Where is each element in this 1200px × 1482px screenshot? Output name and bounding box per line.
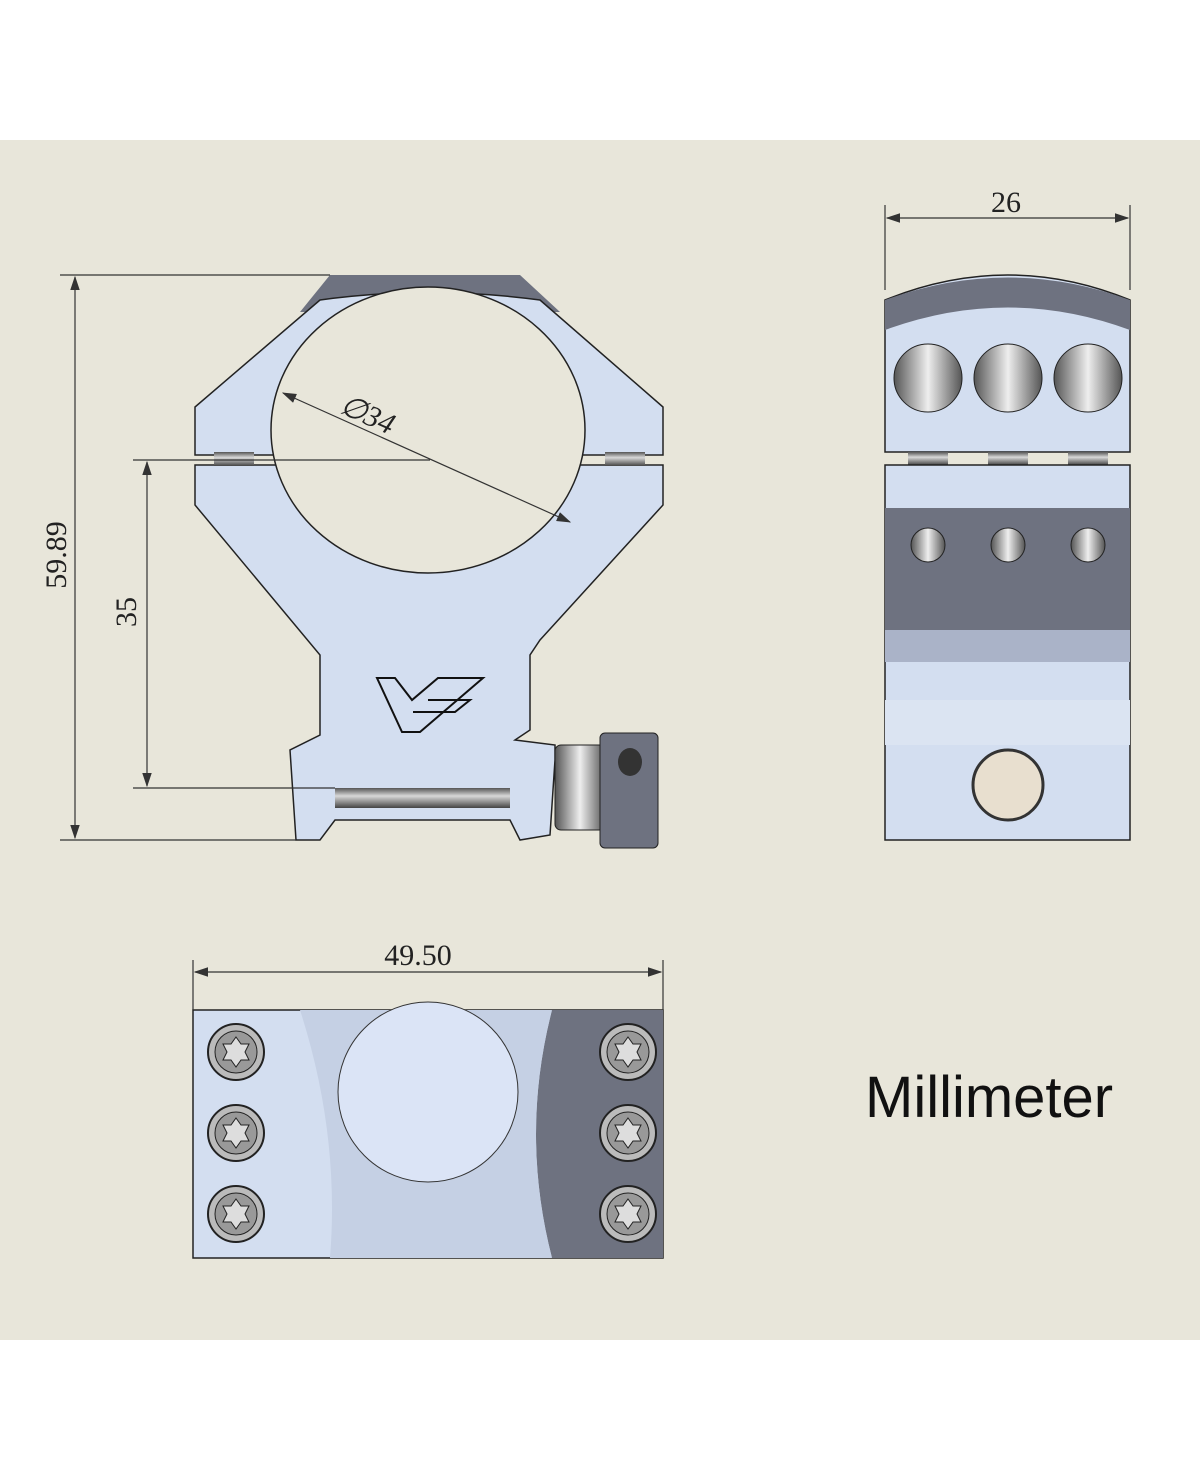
side-bolt-hole [973,343,1043,413]
unit-label: Millimeter [865,1065,1113,1130]
torx-screws [207,1023,657,1243]
dimension-center-height: 35 [110,459,430,789]
ring-lower-half [194,464,664,841]
side-bolt-hole [1053,343,1123,413]
ring-bore [270,286,586,574]
torx-screw-icon [207,1023,265,1081]
torx-screw-icon [599,1185,657,1243]
torx-screw-icon [207,1104,265,1162]
ve-logo [375,677,486,733]
dim-total-height-label: 59.89 [40,521,73,589]
dim-length-label: 49.50 [384,939,452,972]
torx-screw-icon [599,1104,657,1162]
ring-screw-left [214,452,254,466]
clamp-cylinder [554,744,606,831]
side-cross-bolt [971,748,1045,822]
dimension-width: 26 [884,186,1131,290]
dim-center-height-label: 35 [110,597,143,627]
side-view [884,274,1131,841]
clamp-nut-hole [618,748,642,776]
side-bolt-hole [893,343,963,413]
dim-width-label: 26 [991,186,1021,219]
ring-screw-right [605,452,645,466]
dimension-length: 49.50 [192,939,664,1010]
top-scope-circle [337,1001,519,1183]
rail-groove [335,788,510,808]
torx-screw-icon [599,1023,657,1081]
torx-screw-icon [207,1185,265,1243]
dimension-total-height: 59.89 [40,274,330,841]
clamp-nut-hex [599,732,659,849]
